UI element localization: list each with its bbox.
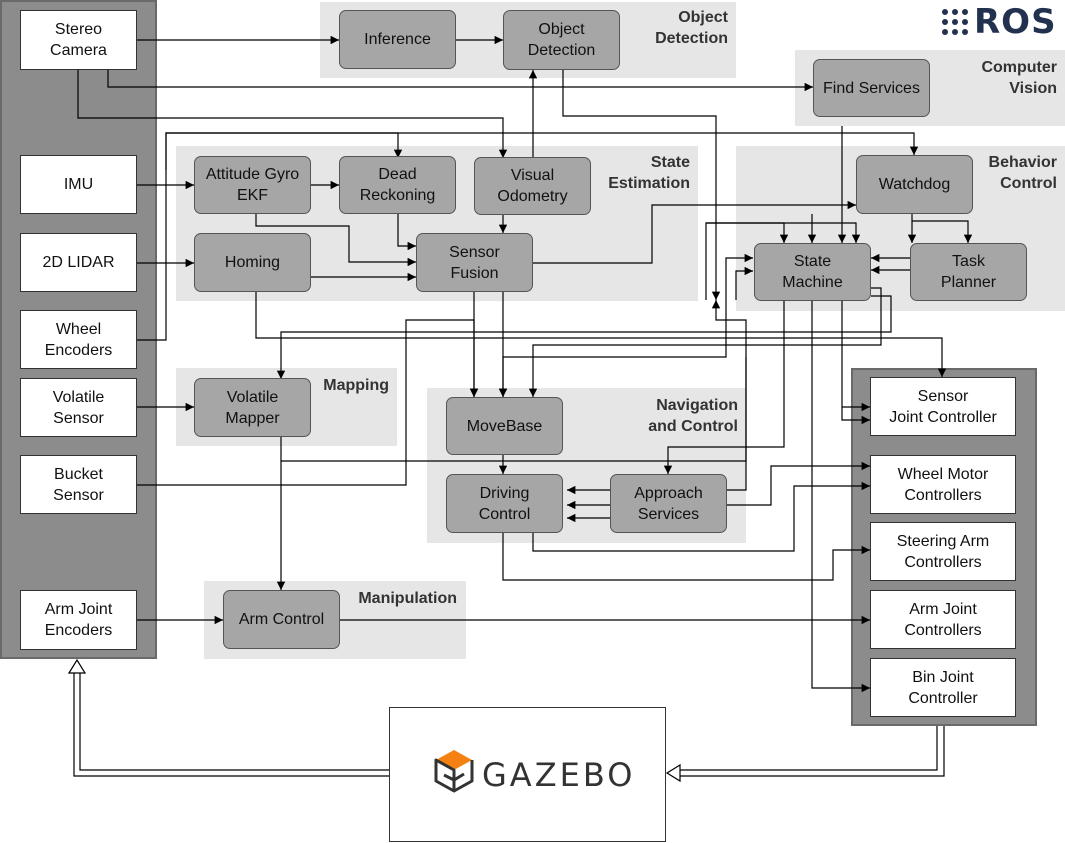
gazebo-logo-text: GAZEBO [482, 756, 636, 794]
inference-node: Inference [339, 10, 456, 69]
ros-logo: ROS [940, 2, 1057, 42]
wheel-motor-controllers: Wheel Motor Controllers [870, 455, 1016, 514]
region-label-object-detection: Object Detection [655, 9, 728, 47]
state-machine-node: State Machine [754, 243, 871, 301]
region-label-behavior-control: Behavior Control [988, 154, 1057, 192]
watchdog-node: Watchdog [856, 155, 973, 214]
imu: IMU [20, 155, 137, 214]
task-planner-node: Task Planner [910, 243, 1027, 301]
ros-dots-icon [942, 9, 968, 35]
wheel-encoders: Wheel Encoders [20, 310, 137, 369]
sensor-joint-controller: Sensor Joint Controller [870, 377, 1016, 436]
region-label-mapping: Mapping [323, 377, 389, 394]
lidar-2d: 2D LIDAR [20, 233, 137, 292]
homing-node: Homing [194, 233, 311, 292]
approach-services-node: Approach Services [610, 474, 727, 533]
arm-joint-encoders: Arm Joint Encoders [20, 590, 137, 650]
dead-reckoning-node: Dead Reckoning [339, 156, 456, 214]
arm-joint-controllers: Arm Joint Controllers [870, 590, 1016, 649]
region-label-computer-vision: Computer Vision [981, 59, 1057, 97]
gazebo-cube-icon [434, 750, 474, 793]
bucket-sensor: Bucket Sensor [20, 455, 137, 514]
visual-odometry-node: Visual Odometry [474, 157, 591, 215]
object-detection-node: Object Detection [503, 10, 620, 70]
region-label-navigation-control: Navigation and Control [648, 397, 738, 435]
find-services-node: Find Services [813, 59, 930, 117]
region-label-state-estimation: State Estimation [608, 154, 690, 192]
volatile-mapper-node: Volatile Mapper [194, 378, 311, 437]
arm-control-node: Arm Control [223, 590, 340, 649]
bin-joint-controller: Bin Joint Controller [870, 658, 1016, 717]
driving-control-node: Driving Control [446, 474, 563, 533]
attitude-gyro-ekf-node: Attitude Gyro EKF [194, 156, 311, 214]
stereo-camera: Stereo Camera [20, 10, 137, 70]
steering-arm-controllers: Steering Arm Controllers [870, 522, 1016, 581]
region-label-manipulation: Manipulation [358, 590, 457, 607]
movebase-node: MoveBase [446, 397, 563, 455]
sensor-fusion-node: Sensor Fusion [416, 233, 533, 292]
volatile-sensor: Volatile Sensor [20, 378, 137, 437]
ros-logo-text: ROS [974, 2, 1057, 42]
